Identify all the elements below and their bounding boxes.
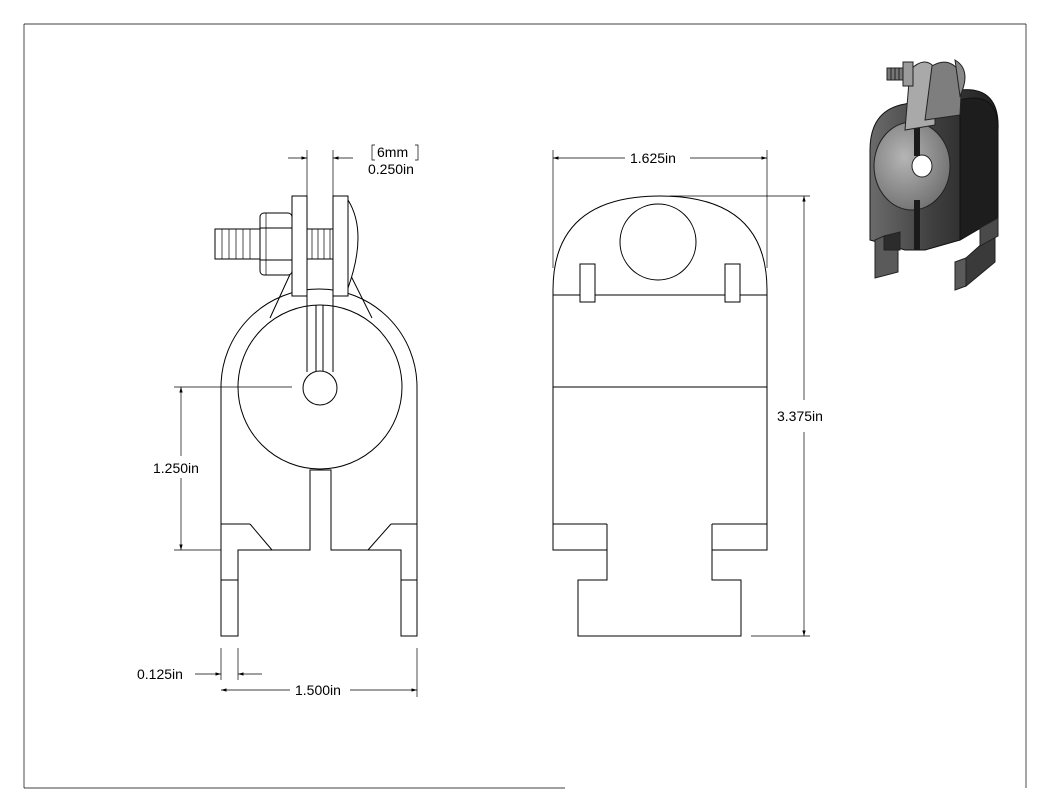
dim-slot-imperial: 0.250in: [368, 161, 414, 177]
front-center-hole: [302, 370, 338, 406]
sheet-border: [23, 23, 1027, 789]
iso-right-foot: [954, 257, 967, 291]
front-bolt: [214, 198, 359, 289]
side-right-tab: [724, 263, 741, 303]
dim-slot-metric: 6mm: [377, 144, 408, 160]
dim-side-width: 1.625in: [630, 150, 676, 166]
side-left-tab: [579, 263, 596, 303]
side-view: [552, 195, 768, 637]
front-left-ear: [291, 195, 308, 297]
front-view: [214, 195, 418, 637]
isometric-view: [869, 59, 999, 291]
dim-total-height: 3.375in: [777, 408, 823, 424]
side-dimensions: 1.625in 3.375in: [552, 150, 823, 637]
dim-thickness: 0.125in: [137, 666, 183, 682]
front-right-ear: [332, 195, 349, 297]
front-dimensions: 6mm 0.250in 1.250in 0.125in 1.500in: [137, 144, 419, 698]
iso-bolt: [886, 59, 966, 98]
dim-front-width: 1.500in: [295, 682, 341, 698]
side-hole: [619, 203, 697, 281]
dim-center-height: 1.250in: [153, 460, 199, 476]
